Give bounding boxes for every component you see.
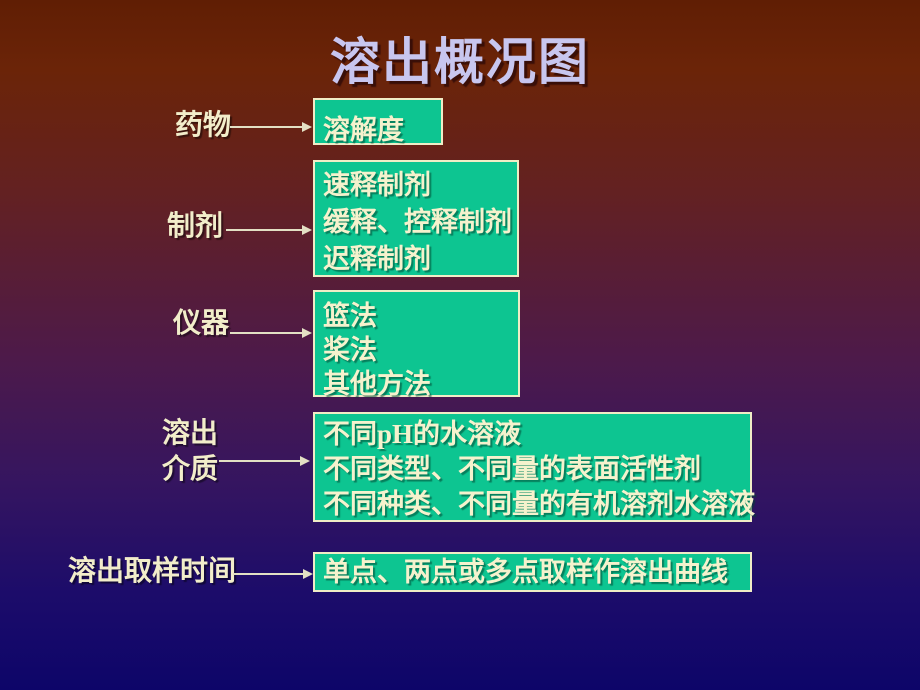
box-medium-types: 不同pH的水溶液 不同类型、不同量的表面活性剂 不同种类、不同量的有机溶剂水溶液 (313, 412, 755, 522)
box-sampling-description: 单点、两点或多点取样作溶出曲线 (313, 552, 752, 592)
box-line: 桨法 (323, 335, 377, 365)
box-line: 迟释制剂 (323, 244, 431, 274)
label-drug: 药物 (175, 108, 231, 144)
label-apparatus: 仪器 (173, 306, 229, 342)
box-line: 速释制剂 (323, 170, 431, 200)
box-line: 缓释、控释制剂 (323, 207, 512, 237)
label-line: 溶出取样时间 (68, 556, 237, 587)
box-solubility: 溶解度 (313, 98, 443, 145)
label-dissolution-medium: 溶出 介质 (162, 416, 218, 488)
arrow-head-icon (302, 328, 312, 338)
box-formulation-types: 速释制剂 缓释、控释制剂 迟释制剂 (313, 160, 519, 277)
arrow-shaft (226, 229, 303, 231)
box-line: 不同pH的水溶液 (323, 419, 522, 449)
arrow-shaft (233, 573, 304, 575)
box-line: 篮法 (323, 301, 377, 331)
box-line: 其他方法 (323, 369, 431, 399)
arrow-shaft (230, 126, 303, 128)
arrow-head-icon (303, 569, 313, 579)
label-line: 溶出 (162, 418, 219, 449)
arrow-head-icon (302, 225, 312, 235)
slide-title: 溶出概况图 (330, 34, 590, 90)
arrow-head-icon (300, 456, 310, 466)
box-line: 不同种类、不同量的有机溶剂水溶液 (323, 489, 755, 519)
label-formulation: 制剂 (167, 209, 223, 245)
label-line: 制剂 (167, 211, 224, 242)
label-line: 药物 (175, 110, 232, 141)
label-line: 仪器 (173, 308, 230, 339)
box-line: 不同类型、不同量的表面活性剂 (323, 454, 701, 484)
box-line: 单点、两点或多点取样作溶出曲线 (323, 557, 728, 587)
label-sampling-time: 溶出取样时间 (68, 554, 236, 590)
arrow-shaft (219, 460, 301, 462)
box-line: 溶解度 (323, 115, 404, 145)
label-line: 介质 (162, 454, 219, 485)
arrow-shaft (230, 332, 303, 334)
box-apparatus-methods: 篮法 桨法 其他方法 (313, 290, 520, 399)
arrow-head-icon (302, 122, 312, 132)
